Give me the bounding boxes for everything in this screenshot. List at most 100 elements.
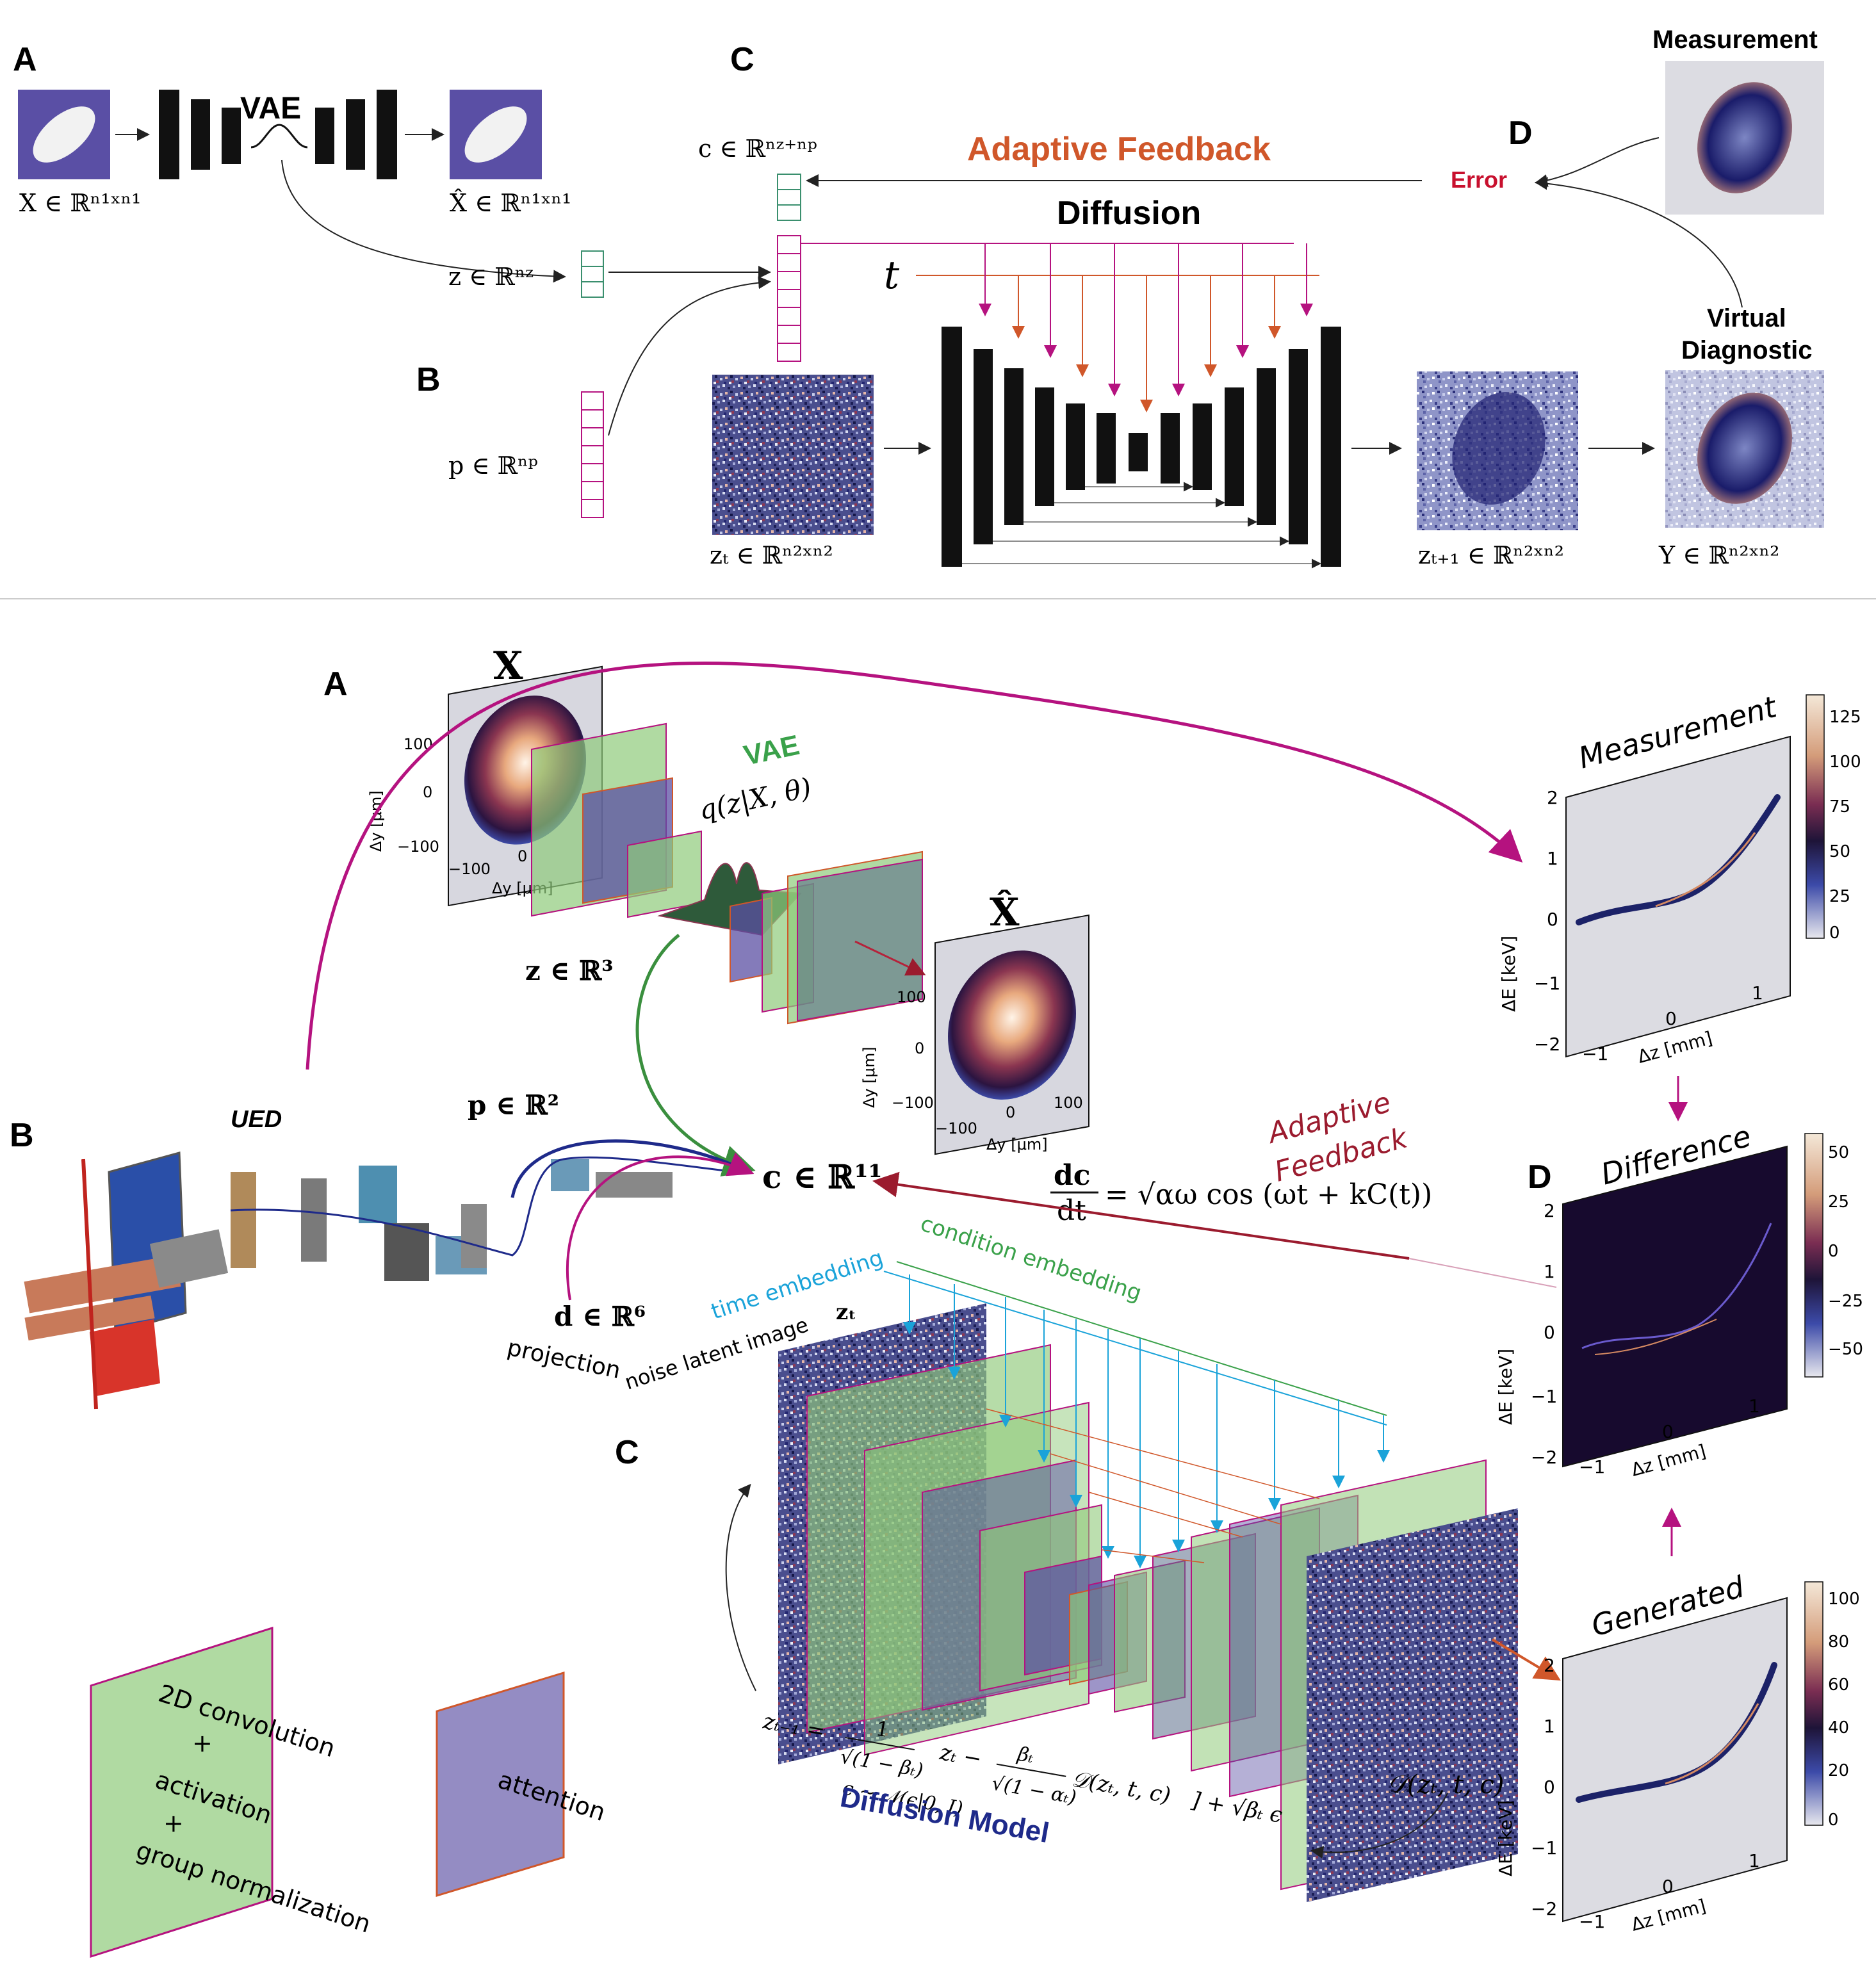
bottom-skip-connections (986, 1408, 1320, 1563)
bottom-xhat-xlabel: Δy [μm] (986, 1135, 1048, 1153)
bottom-diffusion-layers (778, 1303, 1518, 1902)
top-xhat-math: X̂ ∈ ℝⁿ¹ˣⁿ¹ (450, 189, 571, 217)
generated-cbar-tick: 100 (1828, 1590, 1860, 1609)
top-virtual-to-error (1535, 177, 1743, 308)
top-unet-skip-connections (962, 482, 1321, 569)
generated-xticks: −1 0 1 (1579, 1850, 1760, 1932)
generated-plot-area (1562, 1597, 1788, 1923)
measurement-cbar-tick: 75 (1829, 797, 1850, 817)
bottom-encoder-layers (531, 722, 702, 918)
bottom-x-ytick-3: −100 (397, 838, 439, 856)
bottom-arrow-output-generated (1491, 1638, 1561, 1681)
bottom-xhat-panel (934, 914, 1089, 1155)
bottom-xhat-xtick-3: 100 (1054, 1094, 1083, 1112)
difference-xtick: 1 (1749, 1395, 1760, 1417)
measurement-xtick: 1 (1752, 982, 1763, 1004)
measurement-colorbar (1806, 694, 1825, 939)
top-unet-condition-arrows (979, 243, 1313, 412)
top-error-label: Error (1451, 167, 1507, 193)
bottom-q-expr: q(z|X, θ) (696, 772, 814, 826)
top-panel-d-label: D (1508, 115, 1533, 152)
legend-attention-swatch (436, 1671, 565, 1898)
top-output-ellipse (464, 106, 527, 163)
top-panel-c-label: C (730, 41, 754, 78)
bottom-vae-label: VAE (741, 729, 803, 772)
top-measurement-blob (1697, 82, 1792, 193)
top-p-vector (581, 391, 604, 518)
generated-cbar-ticks: 100 80 60 40 20 0 (1828, 1590, 1860, 1830)
legend-conv-swatch (90, 1626, 273, 1958)
top-z-vector (581, 250, 604, 298)
top-measurement-label: Measurement (1652, 26, 1818, 54)
top-adaptive-feedback: Adaptive Feedback (967, 131, 1271, 168)
difference-plot-area (1562, 1145, 1788, 1468)
generated-ytick: −2 (1531, 1898, 1557, 1919)
difference-yticks: 2 1 0 −1 −2 (1531, 1200, 1557, 1468)
difference-trace-2 (1594, 1319, 1717, 1355)
measurement-cbar-tick: 25 (1829, 887, 1850, 906)
bottom-loop-arrow-left (725, 1483, 756, 1691)
difference-xtick: 0 (1662, 1421, 1674, 1442)
top-enc-bar-3 (222, 108, 241, 164)
difference-colorbar (1804, 1133, 1823, 1378)
top-arrow-to-z (281, 159, 566, 283)
bottom-time-embedding: time embedding (708, 1245, 886, 1325)
legend: 2D convolution + activation + group norm… (90, 1626, 609, 1958)
difference-cbar-tick: 50 (1828, 1143, 1849, 1162)
bottom-arrow-to-xhat (854, 940, 926, 976)
difference-ytick: 1 (1544, 1261, 1555, 1282)
measurement-trace (1576, 794, 1781, 925)
bottom-difference-to-feedback (1408, 1258, 1557, 1288)
bottom-x-xtick-1: −100 (448, 860, 491, 878)
bottom-p-math: p ∈ ℝ² (468, 1089, 559, 1121)
top-latent-gaussian (250, 124, 308, 149)
difference-ytick: −2 (1531, 1447, 1557, 1468)
generated-colorbar (1804, 1581, 1823, 1826)
difference-cbar-tick: 25 (1828, 1192, 1849, 1212)
bottom-diagram: A X 100 0 −100 Δy [μm] −100 0 Δy [μm] VA… (10, 644, 1863, 1958)
bottom-xhat-ytick-1: 100 (897, 988, 926, 1006)
measurement-cbar-tick: 100 (1829, 753, 1861, 772)
formula-frac2-num: βₜ (1015, 1743, 1036, 1768)
top-dec-bar-2 (346, 99, 365, 170)
top-x-math: X ∈ ℝⁿ¹ˣⁿ¹ (19, 189, 141, 217)
bottom-d-output: 𝒟(zₜ, t, c) (1387, 1770, 1504, 1800)
bottom-ued-label: UED (231, 1106, 282, 1133)
top-virtual-label-2: Diagnostic (1681, 336, 1812, 364)
top-diagram: A VAE X ∈ ℝⁿ¹ˣⁿ¹ X̂ ∈ ℝⁿ¹ˣⁿ¹ z ∈ ℝⁿᶻ B p… (13, 26, 1824, 569)
top-c-math: c ∈ ℝⁿᶻ⁺ⁿᵖ (698, 134, 817, 163)
top-diffusion-label: Diffusion (1057, 195, 1201, 232)
measurement-ytick: 0 (1547, 909, 1558, 930)
bottom-arrow-d-c (566, 1152, 754, 1301)
measurement-cbar-tick: 0 (1829, 924, 1840, 943)
difference-xtick: −1 (1579, 1456, 1605, 1477)
generated-cbar-tick: 40 (1828, 1718, 1849, 1737)
top-zt1-math: zₜ₊₁ ∈ ℝⁿ²ˣⁿ² (1418, 541, 1564, 569)
bottom-panel-a-label: A (323, 665, 348, 703)
measurement-cbar-tick: 125 (1829, 708, 1861, 727)
measurement-xtick: −1 (1582, 1043, 1608, 1064)
difference-ytick: 0 (1544, 1322, 1555, 1343)
bottom-decoder-layers (730, 850, 923, 1025)
bottom-arrow-p-c (510, 1139, 751, 1198)
measurement-yticks: 2 1 0 −1 −2 (1534, 787, 1560, 1055)
bottom-x-ytick-2: 0 (423, 783, 432, 801)
formula-frac2-den: √(1 − αₜ) (990, 1772, 1079, 1809)
difference-cbar-tick: −50 (1828, 1340, 1863, 1359)
top-virtual-label-1: Virtual (1707, 304, 1786, 332)
bottom-zt-label: zₜ (836, 1299, 856, 1325)
top-unet (942, 327, 1341, 567)
generated-cbar-tick: 0 (1828, 1810, 1839, 1830)
measurement-ytick: 1 (1547, 848, 1558, 869)
generated-cbar-tick: 80 (1828, 1632, 1849, 1652)
generated-ytick: 0 (1544, 1777, 1555, 1798)
bottom-x-xtick-2: 0 (518, 847, 527, 865)
bottom-z-math: z ∈ ℝ³ (525, 955, 613, 986)
bottom-xhat-xtick-2: 0 (1006, 1103, 1015, 1121)
measurement-ylabel: ΔE [keV] (1498, 936, 1519, 1012)
difference-ytick: −1 (1531, 1386, 1557, 1407)
top-enc-bar-1 (159, 90, 179, 179)
bottom-panel-d-label: D (1528, 1159, 1552, 1196)
bottom-ode-num: dc (1054, 1159, 1091, 1192)
bottom-embedding-arrows (883, 1261, 1390, 1568)
